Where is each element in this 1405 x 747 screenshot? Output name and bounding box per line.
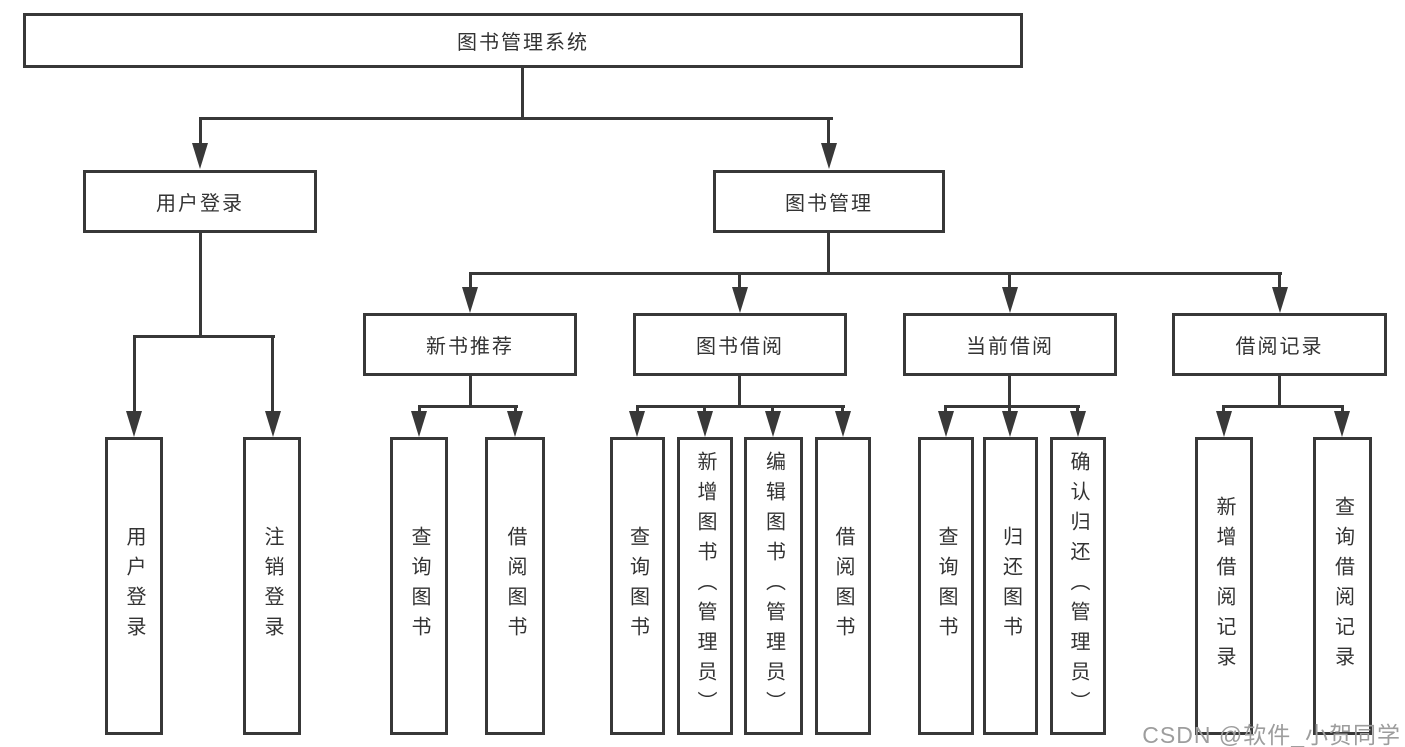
arrowhead-down-icon (1272, 287, 1288, 313)
connector-line (469, 272, 1282, 275)
leaf-records-add-borrow-record: 新增借阅记录 (1195, 437, 1253, 735)
connector-line (133, 335, 136, 413)
node-user-login-label: 用户登录 (156, 193, 244, 215)
connector-line (771, 405, 774, 415)
connector-line (199, 117, 833, 120)
connector-line (1076, 405, 1079, 415)
leaf-records-add-borrow-record-label: 新增借阅记录 (1213, 496, 1235, 676)
arrowhead-down-icon (126, 411, 142, 437)
arrowhead-down-icon (507, 411, 523, 437)
connector-line (738, 376, 741, 408)
leaf-records-query-borrow-record-label: 查询借阅记录 (1331, 496, 1354, 676)
connector-line (1008, 405, 1011, 415)
connector-line (418, 405, 421, 415)
connector-line (271, 335, 274, 413)
arrowhead-down-icon (1216, 411, 1232, 437)
leaf-user-login: 用户登录 (105, 437, 163, 735)
node-current-borrow: 当前借阅 (903, 313, 1117, 376)
leaf-bookborrow-query-books: 查询图书 (610, 437, 665, 735)
node-user-login: 用户登录 (83, 170, 317, 233)
connector-line (199, 117, 202, 145)
leaf-newbook-borrow-books: 借阅图书 (485, 437, 545, 735)
arrowhead-down-icon (732, 287, 748, 313)
connector-line (1278, 376, 1281, 408)
node-book-management: 图书管理 (713, 170, 945, 233)
node-new-book-recommend: 新书推荐 (363, 313, 577, 376)
connector-line (199, 233, 202, 337)
connector-line (945, 405, 1080, 408)
connector-line (738, 272, 741, 288)
connector-line (1008, 376, 1011, 408)
node-borrow-records: 借阅记录 (1172, 313, 1387, 376)
leaf-newbook-borrow-books-label: 借阅图书 (504, 526, 526, 646)
node-new-book-recommend-label: 新书推荐 (426, 336, 514, 358)
connector-line (469, 272, 472, 288)
arrowhead-down-icon (697, 411, 713, 437)
connector-line (514, 405, 517, 415)
leaf-bookborrow-add-books-admin: 新增图书（管理员） (677, 437, 733, 735)
leaf-newbook-query-books: 查询图书 (390, 437, 448, 735)
leaf-bookborrow-borrow-books: 借阅图书 (815, 437, 871, 735)
leaf-current-confirm-return-admin: 确认归还（管理员） (1050, 437, 1106, 735)
connector-line (1222, 405, 1225, 415)
connector-line (703, 405, 706, 415)
leaf-current-query-books: 查询图书 (918, 437, 974, 735)
arrowhead-down-icon (821, 143, 837, 169)
leaf-bookborrow-borrow-books-label: 借阅图书 (832, 526, 854, 646)
arrowhead-down-icon (629, 411, 645, 437)
connector-line (944, 405, 947, 415)
connector-line (1278, 272, 1281, 288)
connector-line (827, 233, 830, 274)
leaf-logout: 注销登录 (243, 437, 301, 735)
node-book-borrow: 图书借阅 (633, 313, 847, 376)
leaf-bookborrow-add-books-admin-label: 新增图书（管理员） (694, 451, 716, 721)
arrowhead-down-icon (192, 143, 208, 169)
arrowhead-down-icon (938, 411, 954, 437)
leaf-records-query-borrow-record: 查询借阅记录 (1313, 437, 1372, 735)
arrowhead-down-icon (1070, 411, 1086, 437)
node-borrow-records-label: 借阅记录 (1235, 336, 1324, 358)
connector-line (418, 405, 518, 408)
connector-line (827, 117, 830, 145)
connector-line (636, 405, 845, 408)
connector-line (133, 335, 275, 338)
node-root: 图书管理系统 (23, 13, 1023, 68)
arrowhead-down-icon (1334, 411, 1350, 437)
csdn-watermark: CSDN @软件_小贺同学 (1142, 722, 1401, 747)
leaf-current-query-books-label: 查询图书 (935, 526, 957, 646)
node-book-management-label: 图书管理 (785, 193, 873, 215)
leaf-newbook-query-books-label: 查询图书 (408, 526, 430, 646)
connector-line (521, 68, 524, 117)
connector-line (841, 405, 844, 415)
leaf-current-return-books: 归还图书 (983, 437, 1038, 735)
arrowhead-down-icon (1002, 411, 1018, 437)
connector-line (1223, 405, 1344, 408)
node-root-label: 图书管理系统 (457, 32, 589, 54)
arrowhead-down-icon (462, 287, 478, 313)
arrowhead-down-icon (765, 411, 781, 437)
leaf-current-return-books-label: 归还图书 (999, 526, 1022, 646)
connector-line (1341, 405, 1344, 415)
connector-line (636, 405, 639, 415)
leaf-user-login-label: 用户登录 (123, 526, 145, 646)
connector-line (469, 376, 472, 408)
connector-line (1008, 272, 1011, 288)
arrowhead-down-icon (411, 411, 427, 437)
leaf-bookborrow-edit-books-admin-label: 编辑图书（管理员） (762, 451, 785, 721)
node-current-borrow-label: 当前借阅 (966, 336, 1054, 358)
leaf-bookborrow-edit-books-admin: 编辑图书（管理员） (744, 437, 803, 735)
node-book-borrow-label: 图书借阅 (696, 336, 784, 358)
arrowhead-down-icon (265, 411, 281, 437)
leaf-logout-label: 注销登录 (261, 526, 283, 646)
leaf-current-confirm-return-admin-label: 确认归还（管理员） (1067, 451, 1089, 721)
leaf-bookborrow-query-books-label: 查询图书 (626, 526, 649, 646)
arrowhead-down-icon (1002, 287, 1018, 313)
arrowhead-down-icon (835, 411, 851, 437)
